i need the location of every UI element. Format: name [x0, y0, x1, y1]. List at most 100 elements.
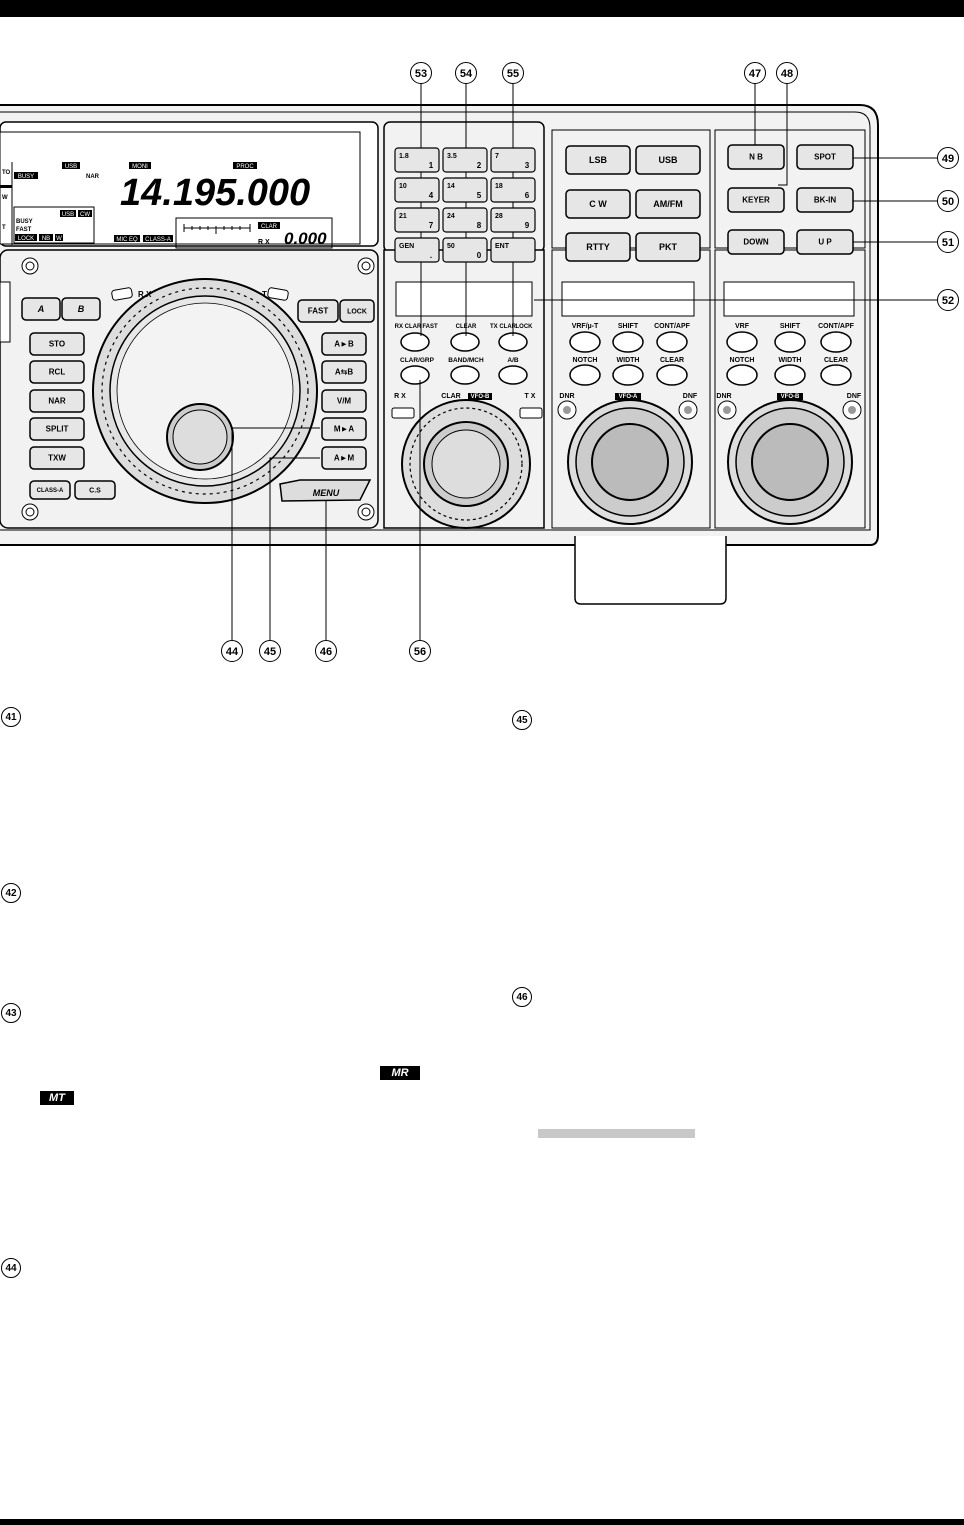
- memory-key-4[interactable]: TXW: [48, 454, 66, 463]
- footer-bar: [0, 1519, 964, 1525]
- callout-bottom-2: 46: [315, 640, 337, 662]
- fast-key[interactable]: FAST: [308, 307, 329, 316]
- vfo-key-4[interactable]: A►M: [334, 454, 355, 463]
- lcd-fast: FAST: [16, 227, 32, 233]
- lcd-frequency: 14.195.000: [120, 172, 310, 214]
- mode-key-1[interactable]: USB: [658, 155, 678, 165]
- band-key-2[interactable]: 7: [495, 153, 499, 160]
- lock-key[interactable]: LOCK: [347, 308, 367, 315]
- band-key-number-3: 4: [429, 191, 434, 200]
- clar-panel-label-band-mch: BAND/MCH: [448, 357, 484, 364]
- lcd-class-a: CLASS-A: [145, 237, 171, 243]
- dial-rx-label: R X: [138, 290, 152, 299]
- section-marker-45: 45: [512, 710, 532, 730]
- menu-button[interactable]: MENU: [313, 488, 340, 498]
- band-key-4[interactable]: 14: [447, 183, 455, 190]
- function-key-3[interactable]: BK-IN: [814, 196, 836, 205]
- vfo-b-label-top-0: VRF: [735, 323, 750, 330]
- memory-key-1[interactable]: RCL: [49, 368, 66, 377]
- band-key-5[interactable]: 18: [495, 183, 503, 190]
- vfo-keys: A►B A⇆B V/M M►A A►M: [321, 332, 367, 470]
- callout-top-3: 47: [744, 62, 766, 84]
- lcd-clar-offset: 0.000: [284, 229, 327, 248]
- callout-right-0: 49: [937, 147, 959, 169]
- lcd-usb-2: USB: [62, 212, 74, 218]
- mode-key-3[interactable]: AM/FM: [653, 199, 683, 209]
- memory-key-2[interactable]: NAR: [48, 397, 66, 406]
- section-marker-44: 44: [1, 1258, 21, 1278]
- band-key-8[interactable]: 28: [495, 213, 503, 220]
- callout-bottom-0: 44: [221, 640, 243, 662]
- band-key-6[interactable]: 21: [399, 213, 407, 220]
- memory-key-3[interactable]: SPLIT: [46, 425, 69, 434]
- callout-bottom-1: 45: [259, 640, 281, 662]
- mode-key-2[interactable]: C W: [589, 199, 607, 209]
- clar-knob-rx: R X: [394, 393, 406, 400]
- band-key-3[interactable]: 10: [399, 183, 407, 190]
- header-bar: [0, 0, 964, 17]
- vfo-a-key[interactable]: A: [37, 304, 45, 314]
- clar-panel-label-lock: LOCK: [516, 324, 534, 330]
- memory-key-0[interactable]: STO: [49, 340, 65, 349]
- function-key-2[interactable]: KEYER: [742, 196, 770, 205]
- vfo-key-2[interactable]: V/M: [337, 397, 352, 406]
- lcd-indicators: MONI PROC USB NAR BUSY TO W T 14.195.000…: [2, 162, 327, 248]
- lcd-busy-2: BUSY: [16, 219, 33, 225]
- vfo-b-label-bottom-2: CLEAR: [824, 357, 848, 364]
- mode-key-0[interactable]: LSB: [589, 155, 608, 165]
- lcd-usb: USB: [65, 164, 77, 170]
- clar-panel-label-ab: A/B: [507, 357, 519, 364]
- callout-top-0: 53: [410, 62, 432, 84]
- band-key-number-0: 1: [429, 161, 434, 170]
- function-key-1[interactable]: SPOT: [814, 153, 836, 162]
- vfo-a-label-bottom-2: CLEAR: [660, 357, 684, 364]
- vfo-key-3[interactable]: M►A: [334, 425, 355, 434]
- lcd-nar: NAR: [86, 174, 100, 180]
- highlight-bar: [538, 1129, 695, 1138]
- section-marker-42: 42: [1, 883, 21, 903]
- band-key-9[interactable]: GEN: [399, 243, 414, 250]
- lcd-rx: R X: [258, 239, 270, 246]
- band-key-0[interactable]: 1.8: [399, 153, 409, 160]
- memory-key-6[interactable]: C.S: [89, 487, 101, 494]
- band-key-10[interactable]: 50: [447, 243, 455, 250]
- band-key-number-1: 2: [477, 161, 482, 170]
- mr-tag: MR: [380, 1066, 420, 1080]
- band-key-1[interactable]: 3.5: [447, 153, 457, 160]
- band-key-11[interactable]: ENT: [495, 243, 510, 250]
- function-key-5[interactable]: U P: [818, 238, 832, 247]
- callout-right-3: 52: [937, 289, 959, 311]
- lcd-cw: CW: [80, 212, 90, 218]
- lcd-busy: BUSY: [18, 174, 34, 180]
- band-key-number-10: 0: [477, 251, 482, 260]
- band-key-number-8: 9: [525, 221, 530, 230]
- vfo-b-label-bottom-1: WIDTH: [779, 357, 802, 364]
- vfo-a-vfo: VFO-A: [619, 394, 638, 400]
- band-key-number-2: 3: [525, 161, 530, 170]
- clar-panel-label-clear: CLEAR: [456, 324, 477, 330]
- band-key-7[interactable]: 24: [447, 213, 455, 220]
- function-keys: N B SPOT KEYER BK-IN DOWN U P: [727, 144, 854, 255]
- vfo-a-label-top-2: CONT/APF: [654, 323, 691, 330]
- function-key-0[interactable]: N B: [749, 153, 763, 162]
- mt-tag: MT: [40, 1091, 74, 1105]
- mode-key-5[interactable]: PKT: [659, 242, 678, 252]
- lcd-left-edge-to: TO: [2, 170, 11, 176]
- section-marker-43: 43: [1, 1003, 21, 1023]
- memory-key-5[interactable]: CLASS-A: [37, 488, 64, 494]
- section-marker-41: 41: [1, 707, 21, 727]
- vfo-key-0[interactable]: A►B: [334, 340, 354, 349]
- vfo-a-label-top-0: VRF/µ-T: [572, 323, 599, 330]
- clar-panel-label-clar-grp: CLAR/GRP: [400, 357, 435, 364]
- function-key-4[interactable]: DOWN: [743, 238, 769, 247]
- lcd-nb: NB: [42, 236, 50, 242]
- vfo-key-1[interactable]: A⇆B: [335, 368, 353, 377]
- callout-top-1: 54: [455, 62, 477, 84]
- mode-key-4[interactable]: RTTY: [586, 242, 610, 252]
- vfo-b-label-bottom-0: NOTCH: [730, 357, 755, 364]
- vfo-b-vfo: VFO-B: [781, 394, 800, 400]
- band-key-number-9: .: [430, 251, 432, 260]
- lcd-moni: MONI: [132, 164, 148, 170]
- vfo-b-key[interactable]: B: [78, 304, 85, 314]
- callout-right-2: 51: [937, 231, 959, 253]
